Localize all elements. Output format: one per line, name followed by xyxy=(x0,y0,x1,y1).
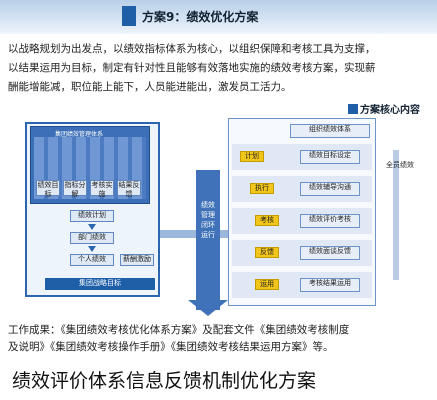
stage-tag: 运用 xyxy=(255,279,279,290)
flow-box: 部门绩效 xyxy=(70,232,114,244)
side-flow-arrow xyxy=(393,150,399,280)
stage-box: 绩效目标设定 xyxy=(300,150,360,164)
down-arrow-icon xyxy=(88,224,96,230)
screen-title: 集团绩效管理体系 xyxy=(55,131,104,138)
flow-box: 绩效计划 xyxy=(70,210,114,222)
central-process-arrow xyxy=(196,170,220,310)
result-line: 及说明》《集团绩效考核操作手册》《集团绩效考核结果运用方案》等。 xyxy=(8,341,334,353)
stage-tag: 执行 xyxy=(250,183,274,194)
result-paragraph: 工作成果：《集团绩效考核优化体系方案》及配套文件《集团绩效考核制度 及说明》《集… xyxy=(8,322,434,356)
header-band xyxy=(0,0,437,34)
stage-box: 绩效面谈反馈 xyxy=(300,246,360,260)
screen-tile: 绩效目标 xyxy=(36,180,60,198)
connector-arrow xyxy=(220,230,228,238)
screen-tile: 结果反馈 xyxy=(117,180,141,198)
screen-tile: 考核实施 xyxy=(90,180,114,198)
section-title: 方案核心内容 xyxy=(360,105,420,116)
result-line: 工作成果：《集团绩效考核优化体系方案》及配套文件《集团绩效考核制度 xyxy=(8,324,350,336)
section-marker-icon xyxy=(348,104,358,114)
stage-tag: 反馈 xyxy=(255,247,279,258)
down-arrow-icon xyxy=(88,246,96,252)
page-title: 方案9：绩效优化方案 xyxy=(142,10,259,24)
base-bar xyxy=(45,278,155,290)
image-caption: 绩效评价体系信息反馈机制优化方案 xyxy=(12,370,317,392)
base-label: 集团战略目标 xyxy=(79,279,121,287)
side-label: 全员绩效 xyxy=(386,161,414,169)
central-process-label: 绩效管理闭环运行 xyxy=(201,201,215,239)
stage-tag: 计划 xyxy=(240,151,264,162)
intro-line: 酬能增能减，职位能上能下，人员能进能出，激发员工活力。 xyxy=(8,81,292,93)
stage-box: 绩效评价考核 xyxy=(300,214,360,228)
intro-paragraph: 以战略规划为出发点，以绩效指标体系为核心，以组织保障和考核工具为支撑， 以结果运… xyxy=(8,40,434,97)
top-box: 组织绩效体系 xyxy=(290,124,370,138)
flow-box: 薪酬激励 xyxy=(120,254,154,266)
stage-box: 考核结果运用 xyxy=(300,278,360,292)
stage-tag: 考核 xyxy=(255,215,279,226)
intro-line: 以结果运用为目标，制定有针对性且能够有效落地实施的绩效考核方案，实现薪 xyxy=(8,62,376,74)
screen-tile: 指标分解 xyxy=(63,180,87,198)
intro-line: 以战略规划为出发点，以绩效指标体系为核心，以组织保障和考核工具为支撑， xyxy=(8,43,376,55)
flow-box: 个人绩效 xyxy=(70,254,114,266)
stage-box: 绩效辅导沟通 xyxy=(300,182,360,196)
title-marker-icon xyxy=(122,6,136,26)
connector-arrow xyxy=(160,230,196,238)
down-arrow-icon xyxy=(188,300,228,316)
